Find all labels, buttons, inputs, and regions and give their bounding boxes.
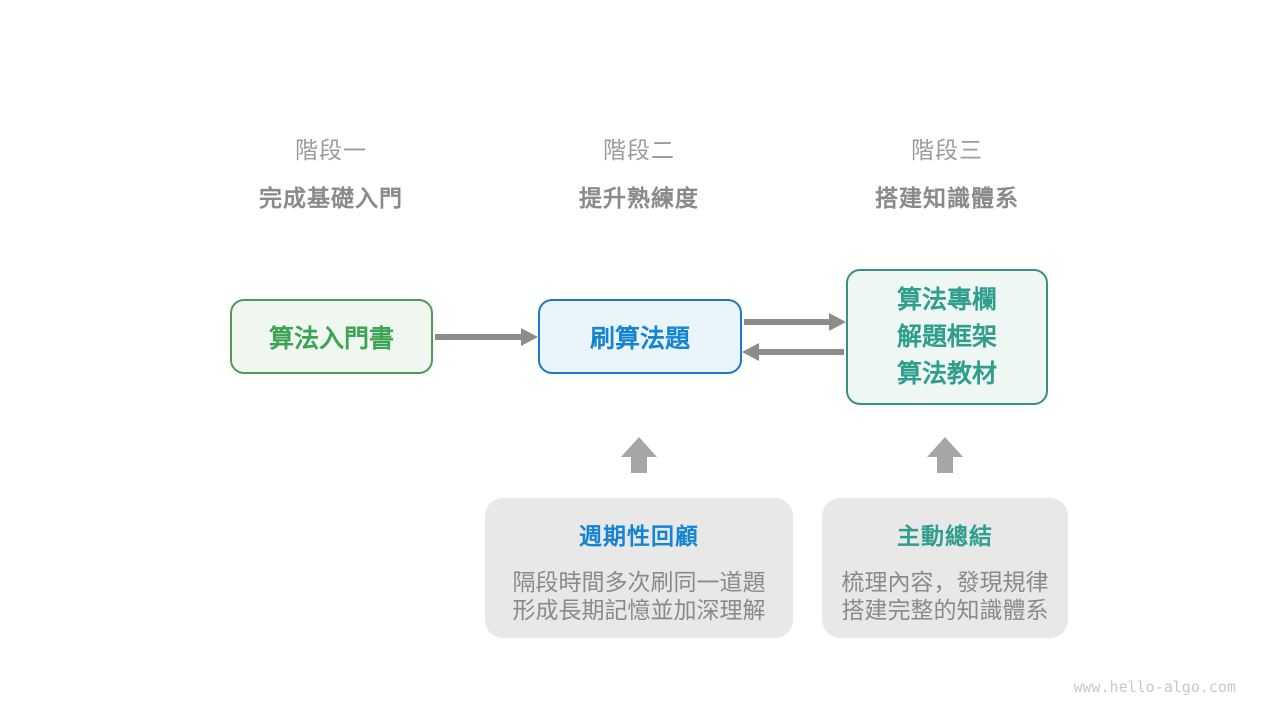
arrow-up-icon bbox=[927, 437, 963, 473]
arrow-up-stem bbox=[631, 457, 647, 473]
callout-active-summary-description: 梳理內容，發現規律 搭建完整的知識體系 bbox=[822, 568, 1068, 624]
node-practice-problems-label: 刷算法題 bbox=[589, 324, 690, 353]
callout-periodic-review-line-2: 形成長期記憶並加深理解 bbox=[512, 597, 766, 623]
node-knowledge-resources-line-1: 算法專欄 bbox=[896, 285, 997, 314]
node-intro-book: 算法入門書 bbox=[230, 299, 433, 374]
stage-3-label: 階段三 bbox=[911, 137, 983, 163]
callout-periodic-review-title: 週期性回顧 bbox=[579, 523, 699, 549]
arrow-right-icon bbox=[435, 334, 521, 340]
stage-2-label: 階段二 bbox=[603, 137, 675, 163]
stage-2-subtitle: 提升熟練度 bbox=[579, 185, 699, 211]
arrow-right-icon bbox=[744, 319, 829, 325]
site-watermark: www.hello-algo.com bbox=[1073, 678, 1236, 696]
callout-periodic-review: 週期性回顧 隔段時間多次刷同一道題 形成長期記憶並加深理解 bbox=[485, 498, 793, 638]
callout-active-summary: 主動總結 梳理內容，發現規律 搭建完整的知識體系 bbox=[822, 498, 1068, 638]
callout-active-summary-line-2: 搭建完整的知識體系 bbox=[841, 597, 1049, 623]
callout-periodic-review-description: 隔段時間多次刷同一道題 形成長期記憶並加深理解 bbox=[485, 568, 793, 624]
stage-1-subtitle: 完成基礎入門 bbox=[259, 185, 403, 211]
node-knowledge-resources-line-2: 解題框架 bbox=[896, 322, 997, 351]
stage-1-label: 階段一 bbox=[295, 137, 367, 163]
node-knowledge-resources: 算法專欄 解題框架 算法教材 bbox=[846, 269, 1048, 405]
arrow-up-head bbox=[621, 437, 657, 457]
arrow-up-icon bbox=[621, 437, 657, 473]
arrow-left-icon bbox=[759, 349, 844, 355]
arrow-up-stem bbox=[937, 457, 953, 473]
arrow-up-head bbox=[927, 437, 963, 457]
node-knowledge-resources-line-3: 算法教材 bbox=[896, 359, 997, 388]
callout-active-summary-title: 主動總結 bbox=[897, 523, 993, 549]
node-practice-problems: 刷算法題 bbox=[538, 299, 742, 374]
callout-periodic-review-line-1: 隔段時間多次刷同一道題 bbox=[512, 569, 766, 595]
node-intro-book-label: 算法入門書 bbox=[268, 324, 394, 353]
stage-3-subtitle: 搭建知識體系 bbox=[875, 185, 1019, 211]
callout-active-summary-line-1: 梳理內容，發現規律 bbox=[841, 569, 1049, 595]
